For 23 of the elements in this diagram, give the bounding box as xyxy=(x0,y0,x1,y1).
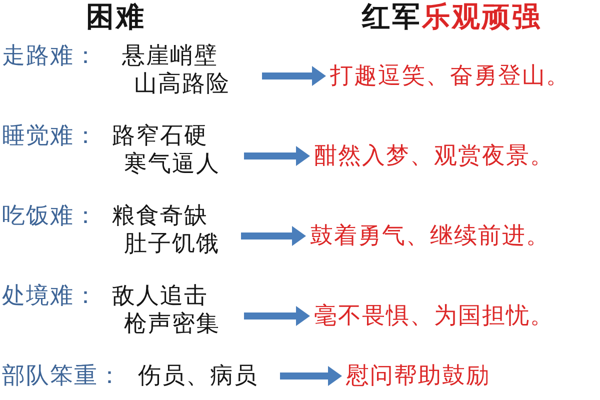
description-text: 粮食奇缺肚子饥饿 xyxy=(112,202,221,258)
difficulty-label: 处境难： xyxy=(2,282,98,310)
difficulty-label: 睡觉难： xyxy=(2,122,98,150)
column-heading: 红军 xyxy=(362,0,422,34)
arrow xyxy=(244,146,310,166)
arrow xyxy=(280,366,342,386)
arrow xyxy=(262,66,326,86)
description-text: 路窄石硬寒气逼人 xyxy=(112,122,221,178)
description-text: 悬崖峭壁山高路险 xyxy=(122,42,231,98)
column-heading: 乐观顽强 xyxy=(422,0,542,34)
difficulty-label: 吃饭难： xyxy=(2,202,98,230)
description-text: 伤员、病员 xyxy=(138,362,258,390)
column-heading: 困难 xyxy=(86,0,146,34)
arrow xyxy=(244,306,310,326)
arrow xyxy=(241,226,306,246)
response-text: 鼓着勇气、继续前进。 xyxy=(310,222,550,250)
response-text: 打趣逗笑、奋勇登山。 xyxy=(330,62,570,90)
difficulty-label: 走路难： xyxy=(2,42,98,70)
difficulty-label: 部队笨重： xyxy=(2,362,122,390)
response-text: 酣然入梦、观赏夜景。 xyxy=(314,142,554,170)
description-text: 敌人追击枪声密集 xyxy=(112,282,221,338)
response-text: 慰问帮助鼓励 xyxy=(346,362,490,390)
response-text: 毫不畏惧、为国担忧。 xyxy=(314,302,554,330)
